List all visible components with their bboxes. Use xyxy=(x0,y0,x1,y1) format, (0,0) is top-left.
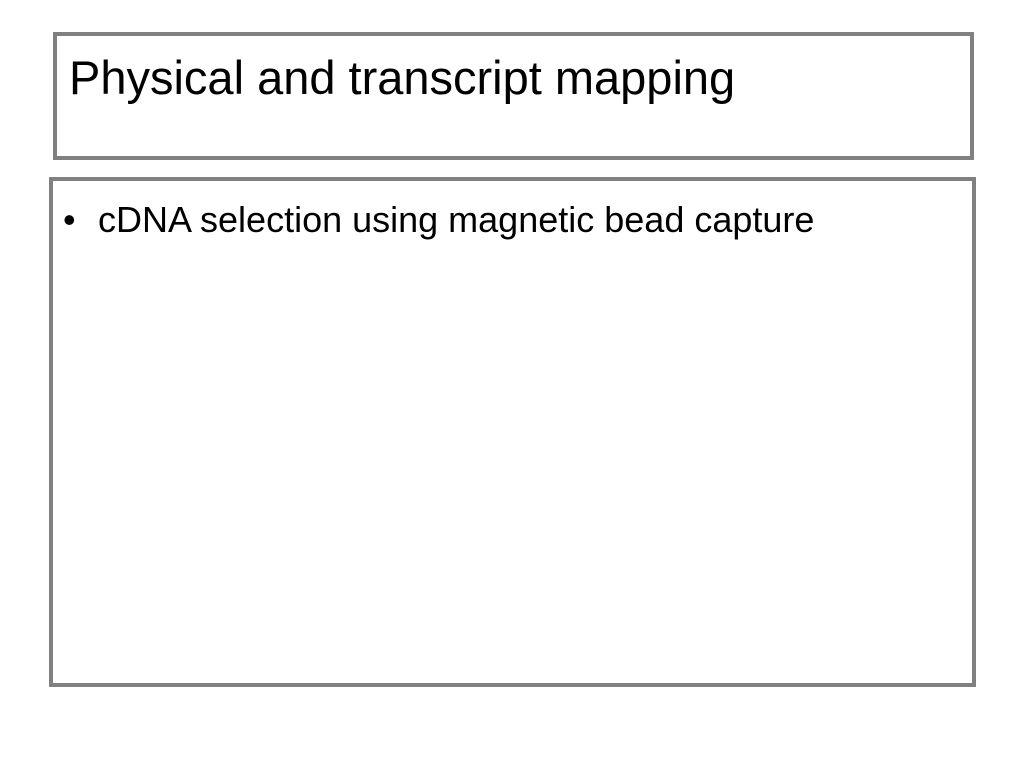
bullet-list: • cDNA selection using magnetic bead cap… xyxy=(63,193,883,247)
bullet-dot-icon: • xyxy=(63,199,76,240)
title-placeholder: Physical and transcript mapping xyxy=(53,32,974,160)
bullet-text: cDNA selection using magnetic bead captu… xyxy=(98,199,815,240)
slide-title: Physical and transcript mapping xyxy=(69,51,736,104)
bullet-item: • cDNA selection using magnetic bead cap… xyxy=(63,193,883,247)
content-placeholder: • cDNA selection using magnetic bead cap… xyxy=(49,177,976,687)
